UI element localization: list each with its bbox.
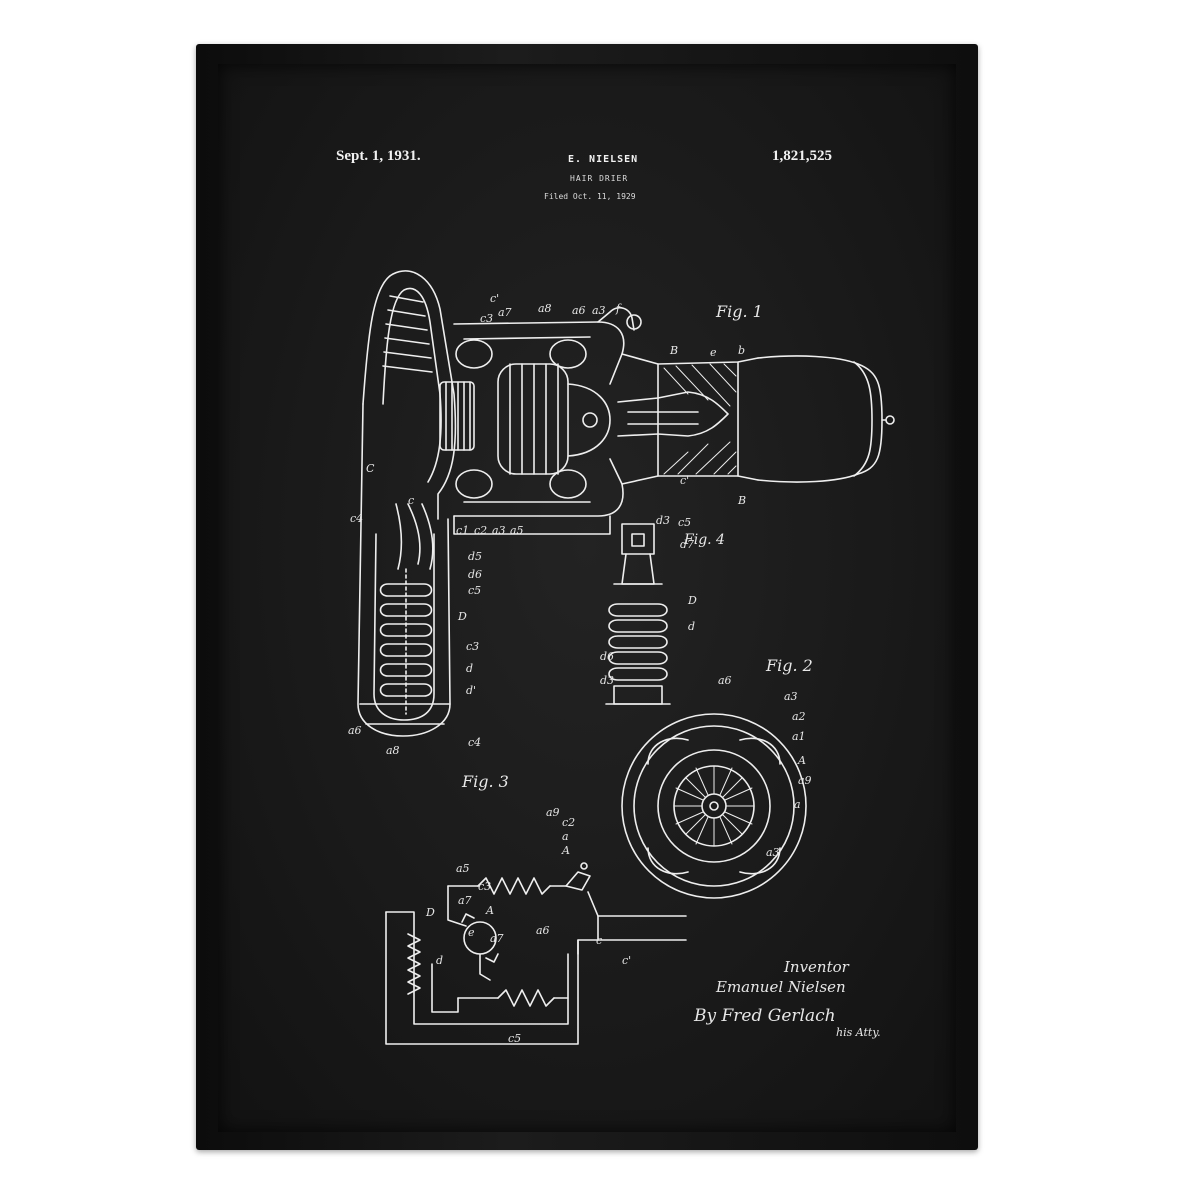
svg-text:a1: a1: [792, 730, 806, 743]
svg-text:D: D: [687, 594, 697, 607]
patent-date: Sept. 1, 1931.: [336, 148, 421, 164]
patent-number: 1,821,525: [772, 148, 832, 164]
fig2-label: Fig. 2: [766, 656, 813, 675]
svg-text:d3: d3: [656, 514, 670, 527]
svg-text:f: f: [615, 302, 622, 315]
blueprint-board: Sept. 1, 1931. E. NIELSEN HAIR DRIER Fil…: [218, 64, 956, 1132]
svg-text:a8: a8: [386, 744, 400, 757]
attorney-label: his Atty.: [836, 1026, 881, 1039]
svg-text:d7: d7: [680, 538, 694, 551]
svg-text:d: d: [688, 620, 695, 633]
poster-frame: Sept. 1, 1931. E. NIELSEN HAIR DRIER Fil…: [196, 44, 978, 1150]
svg-text:c2: c2: [562, 816, 575, 829]
svg-text:d6: d6: [600, 650, 614, 663]
svg-text:a6: a6: [536, 924, 550, 937]
svg-text:a3: a3: [784, 690, 798, 703]
svg-text:a6: a6: [718, 674, 732, 687]
patent-filed-date: Filed Oct. 11, 1929: [544, 192, 636, 201]
handle-heating-coil: [381, 569, 432, 714]
svg-text:c2: c2: [474, 524, 487, 537]
svg-text:c': c': [490, 292, 499, 305]
svg-text:a3: a3: [766, 846, 780, 859]
svg-text:c': c': [680, 474, 689, 487]
barrel-hatching: [664, 364, 736, 474]
fig1-hair-dryer-drawing: [358, 271, 894, 736]
fig4-label: Fig. 4: [684, 532, 725, 548]
svg-text:c5: c5: [468, 584, 481, 597]
svg-text:c4: c4: [468, 736, 481, 749]
svg-text:d6: d6: [468, 568, 482, 581]
fig1-label: Fig. 1: [716, 302, 763, 321]
svg-text:c3: c3: [466, 640, 479, 653]
patent-drawing: c' c3 a7 a8 a6 a3 f Be b Bc' c4 Cc c1 c2 a3 a5 d5 d…: [348, 64, 956, 1045]
svg-text:a8: a8: [538, 302, 552, 315]
svg-text:c4: c4: [350, 512, 363, 525]
svg-text:c1: c1: [456, 524, 469, 537]
svg-text:a3: a3: [592, 304, 606, 317]
inventor-label: Inventor: [784, 958, 849, 976]
svg-text:A: A: [485, 904, 494, 917]
svg-text:a7: a7: [490, 932, 504, 945]
svg-text:a3: a3: [492, 524, 506, 537]
motor-assembly: [440, 340, 610, 498]
fig3-label: Fig. 3: [462, 772, 509, 791]
svg-text:d5: d5: [468, 550, 482, 563]
svg-text:A: A: [561, 844, 570, 857]
svg-text:a5: a5: [456, 862, 470, 875]
svg-text:c: c: [596, 934, 602, 947]
svg-text:B: B: [737, 494, 746, 507]
svg-text:c: c: [408, 494, 414, 507]
svg-text:c': c': [622, 954, 631, 967]
svg-text:D: D: [425, 906, 435, 919]
patent-title: HAIR DRIER: [570, 174, 629, 183]
svg-text:d: d: [466, 662, 473, 675]
svg-text:d3: d3: [600, 674, 614, 687]
svg-text:e: e: [710, 346, 717, 359]
svg-text:a9: a9: [798, 774, 812, 787]
svg-text:c5: c5: [508, 1032, 521, 1045]
svg-text:a7: a7: [498, 306, 512, 319]
svg-text:a6: a6: [348, 724, 362, 737]
attorney-signature: By Fred Gerlach: [694, 1006, 836, 1026]
svg-text:a: a: [562, 830, 569, 843]
svg-text:a9: a9: [546, 806, 560, 819]
svg-text:a2: a2: [792, 710, 806, 723]
patent-inventor: E. NIELSEN: [568, 154, 639, 165]
svg-text:d: d: [436, 954, 443, 967]
svg-text:e: e: [468, 926, 475, 939]
svg-text:d': d': [466, 684, 476, 697]
svg-text:a7: a7: [458, 894, 472, 907]
svg-text:D: D: [457, 610, 467, 623]
fig3-wiring-schematic: [386, 863, 686, 1044]
fig2-front-view-drawing: [622, 714, 806, 898]
svg-text:C: C: [366, 462, 375, 475]
svg-text:c5: c5: [678, 516, 691, 529]
fig4-coil-drawing: [606, 524, 670, 704]
svg-text:a5: a5: [510, 524, 524, 537]
svg-text:a6: a6: [572, 304, 586, 317]
svg-text:A: A: [797, 754, 806, 767]
svg-text:B: B: [669, 344, 678, 357]
inventor-signature: Emanuel Nielsen: [716, 978, 846, 996]
svg-text:b: b: [738, 344, 745, 357]
svg-text:a: a: [794, 798, 801, 811]
svg-text:c3: c3: [478, 880, 491, 893]
svg-text:c3: c3: [480, 312, 493, 325]
